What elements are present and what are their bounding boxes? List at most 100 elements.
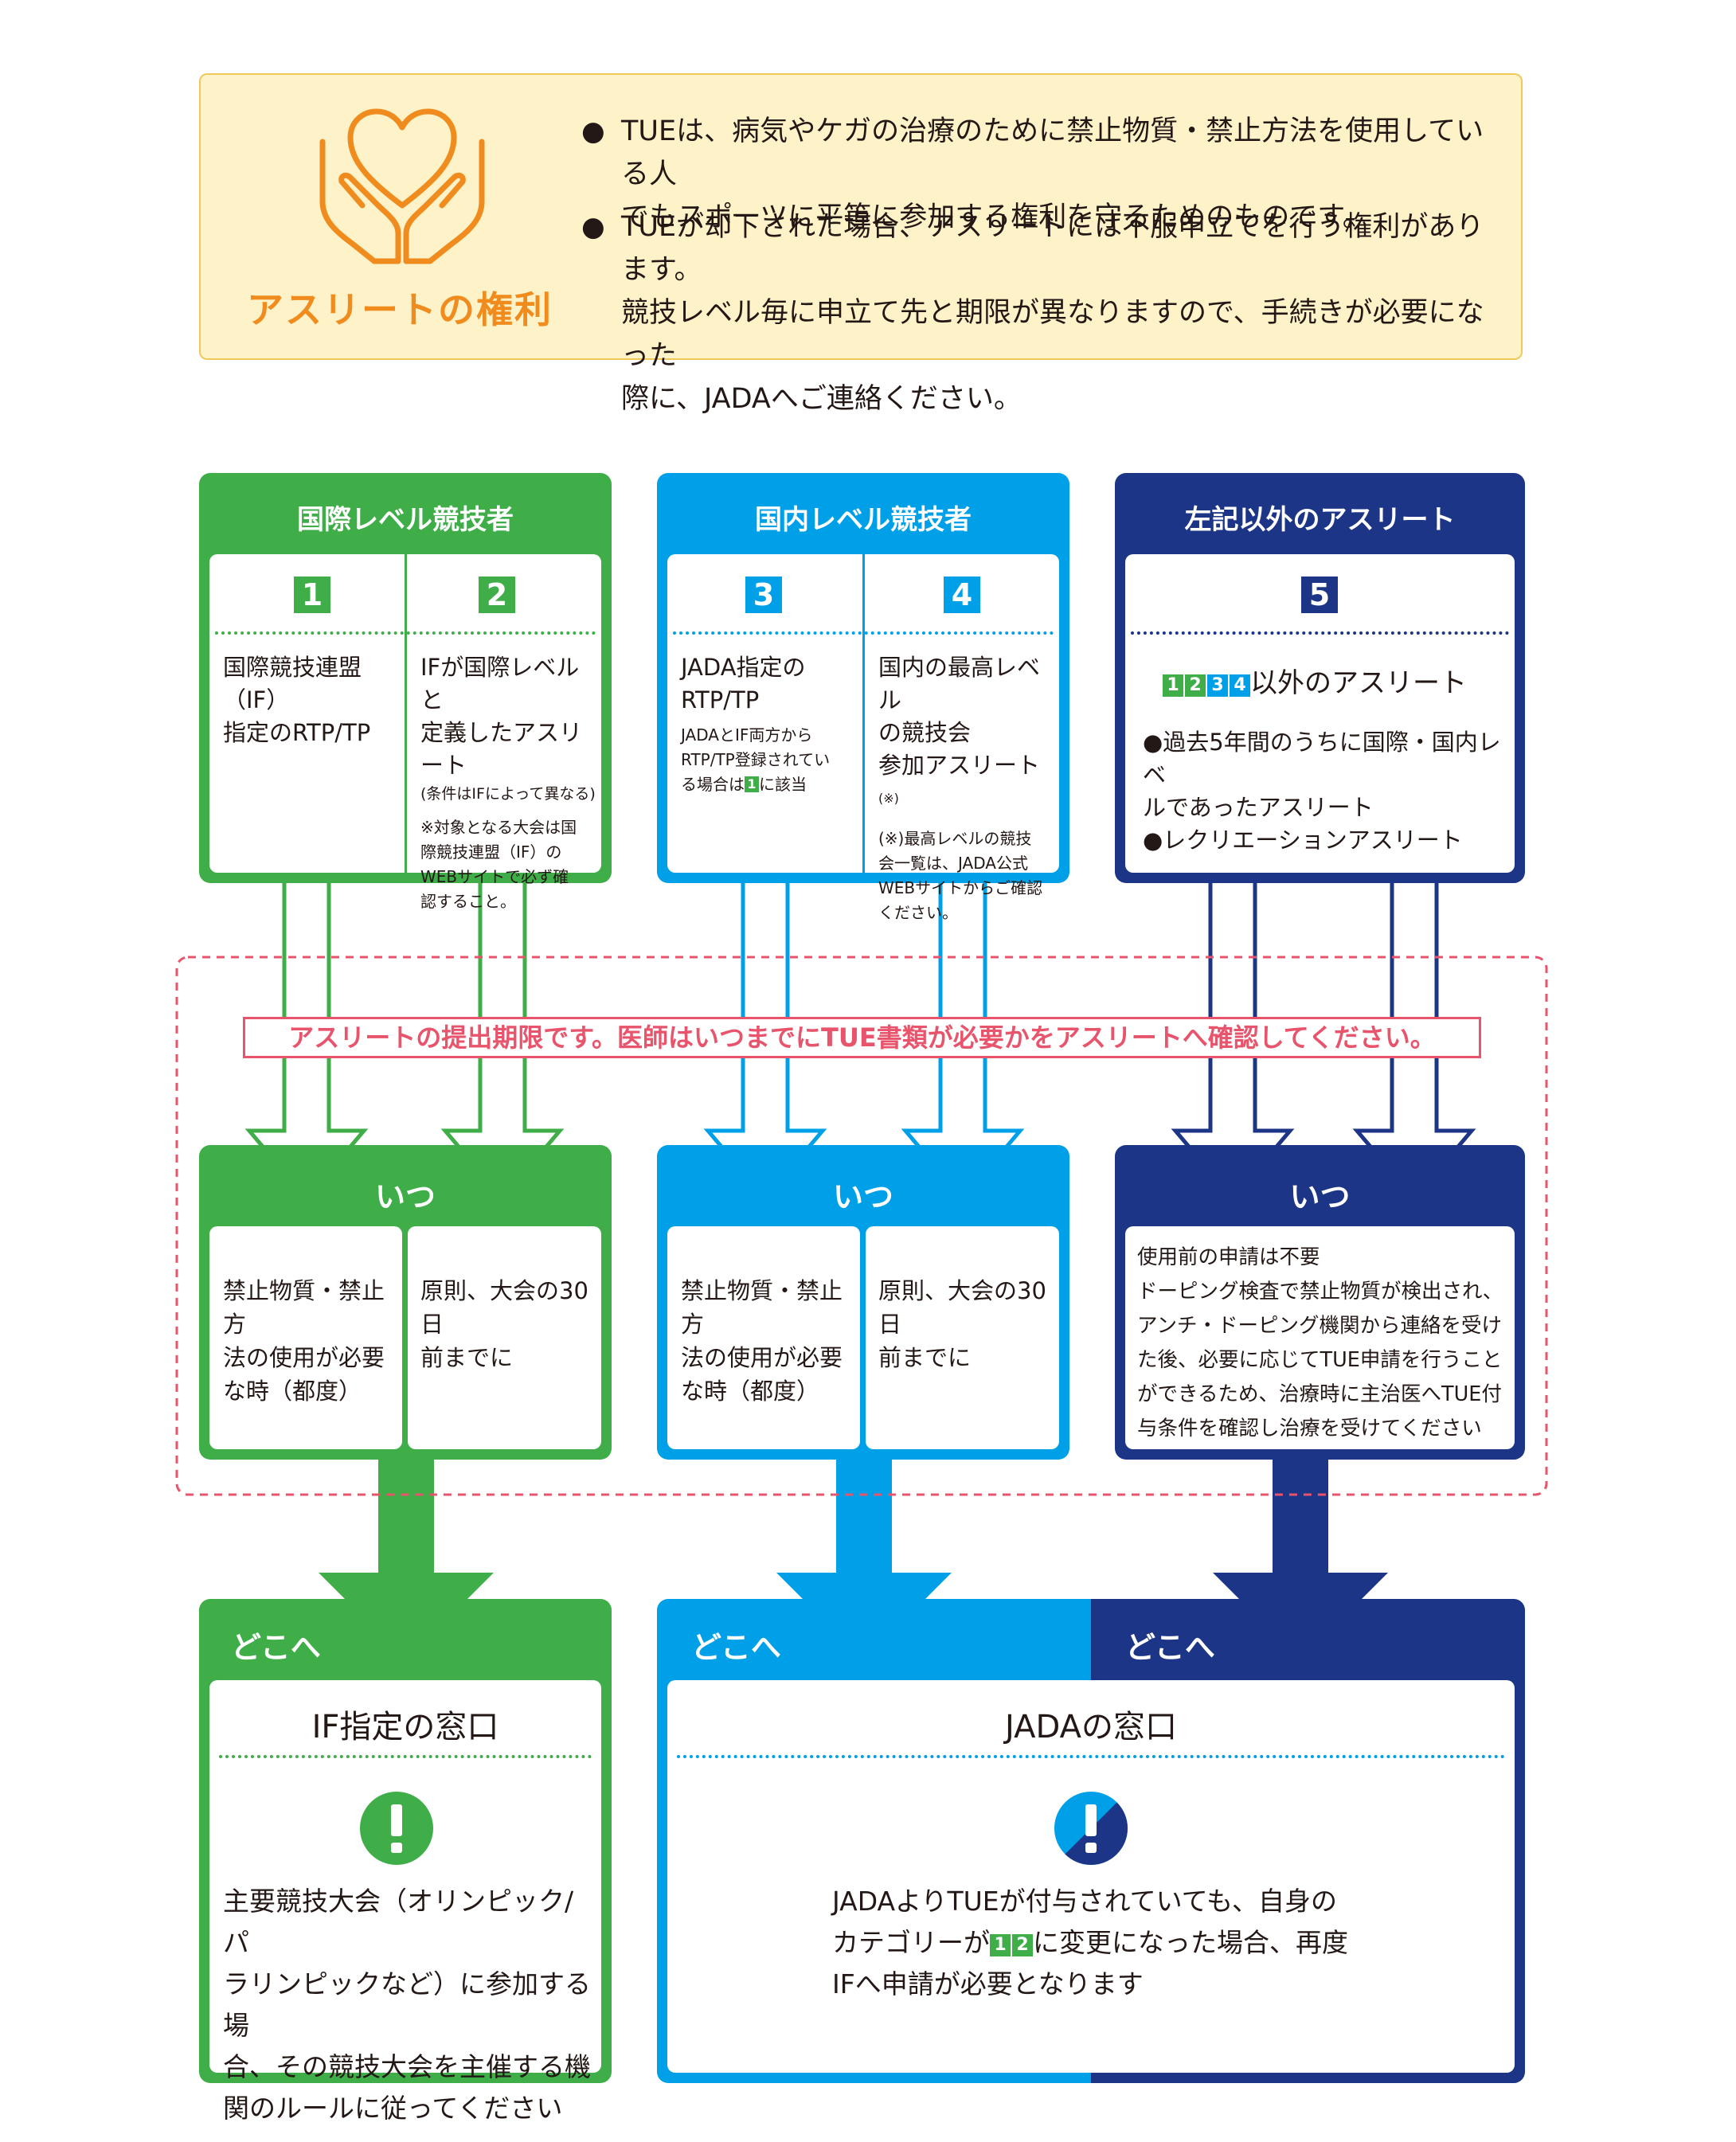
rights-bullet-1: ● TUEは、病気やケガの治療のために禁止物質・禁止方法を使用している人 でもス… <box>581 110 1497 239</box>
category-ref-1: 1 <box>745 776 759 792</box>
when-line: な時（都度） <box>223 1378 362 1405</box>
category-4-line-2: の競技会 <box>878 719 972 746</box>
category-3-text: JADA指定の RTP/TP JADAとIF両方から RTP/TP登録されてい … <box>681 651 860 797</box>
category-4-text: 国内の最高レベル の競技会 参加アスリート(※) (※)最高レベルの競技 会一覧… <box>878 651 1058 925</box>
rights-bullet-2-line-1: TUEが却下された場合、アスリートには不服申立てを行う権利があります。 <box>621 211 1484 286</box>
jada-line-text: に変更になった場合、再度 <box>1033 1927 1348 1958</box>
when-line: 禁止物質・禁止方 <box>223 1277 385 1338</box>
when-line: アンチ・ドーピング機関から連絡を受け <box>1137 1314 1502 1338</box>
when-line: 法の使用が必要 <box>681 1344 843 1371</box>
note-line: 認すること。 <box>420 892 516 911</box>
where-label: どこへ <box>231 1630 321 1665</box>
note-line: WEBサイトで必ず確 <box>420 867 569 886</box>
rights-bullet-2: ● TUEが却下された場合、アスリートには不服申立てを行う権利があります。 競技… <box>581 205 1497 420</box>
dotted-divider <box>673 631 1054 635</box>
category-1-line-2: 指定のRTP/TP <box>223 719 371 746</box>
category-4-number: 4 <box>944 577 980 613</box>
category-4-line-3: 参加アスリート (※) <box>878 749 1058 820</box>
when-card-right <box>866 1226 1059 1449</box>
hands-heart-icon <box>319 108 485 264</box>
when-label: いつ <box>374 1179 436 1214</box>
when-label: いつ <box>1289 1179 1351 1214</box>
when-card-other <box>1125 1226 1515 1449</box>
rights-bullet-1-line-1: TUEは、病気やケガの治療のために禁止物質・禁止方法を使用している人 <box>621 115 1484 190</box>
when-line: ドーピング検査で禁止物質が検出され、 <box>1137 1280 1503 1304</box>
where-jada-card <box>667 1680 1515 2073</box>
deadline-banner: アスリートの提出期限です。医師はいつまでにTUE書類が必要かをアスリートへ確認し… <box>243 1017 1481 1058</box>
category-3-number: 3 <box>745 577 782 613</box>
note-line: ください。 <box>878 902 958 922</box>
when-line: 原則、大会の30日 <box>878 1277 1046 1338</box>
note-line: 際競技連盟（IF）の <box>420 842 562 862</box>
bullet-dot-icon: ● <box>581 211 605 243</box>
jada-line: JADAよりTUEが付与されていても、自身の <box>832 1886 1338 1917</box>
bullet-dot-icon: ● <box>581 115 605 147</box>
when-line: 使用前の申請は不要 <box>1137 1245 1320 1269</box>
when-national-right-text: 原則、大会の30日 前までに <box>878 1274 1058 1374</box>
category-ref-3: 3 <box>1207 674 1228 697</box>
when-national-left-text: 禁止物質・禁止方 法の使用が必要 な時（都度） <box>681 1274 860 1408</box>
category-2-number: 2 <box>479 577 515 613</box>
category-ref-2: 2 <box>1012 1934 1033 1956</box>
note-line: ※対象となる大会は国 <box>420 818 577 837</box>
category-ref-4: 4 <box>1230 674 1250 697</box>
note-text: る場合は <box>681 775 745 794</box>
international-header: 国際レベル競技者 <box>297 504 514 536</box>
when-line: 与条件を確認し治療を受けてください <box>1137 1417 1482 1440</box>
where-label: どこへ <box>691 1630 781 1665</box>
when-card-left <box>209 1226 402 1449</box>
when-line: 前までに <box>878 1344 972 1371</box>
dotted-divider <box>215 631 596 635</box>
category-3-line-1: JADA指定の <box>681 654 806 681</box>
note-text: に該当 <box>759 775 807 794</box>
category-ref-2: 2 <box>1185 674 1206 697</box>
when-line: 前までに <box>420 1344 514 1371</box>
when-line: 禁止物質・禁止方 <box>681 1277 843 1338</box>
card-divider <box>405 554 407 873</box>
category-5-bullet-2: ●レクリエーションアスリート <box>1143 827 1463 854</box>
rights-bullet-2-line-3: 際に、JADAへご連絡ください。 <box>621 383 1022 415</box>
national-header: 国内レベル競技者 <box>755 504 972 536</box>
exclamation-icon <box>1054 1792 1128 1865</box>
category-1-text: 国際競技連盟（IF） 指定のRTP/TP <box>223 651 402 749</box>
category-4-line-3-text: 参加アスリート <box>878 752 1041 779</box>
category-4-note: (※)最高レベルの競技 会一覧は、JADA公式 WEBサイトからご確認 ください… <box>878 827 1058 925</box>
dotted-divider <box>219 1755 592 1758</box>
other-header: 左記以外のアスリート <box>1184 504 1456 536</box>
where-if-card <box>209 1680 601 2073</box>
when-line: 原則、大会の30日 <box>420 1277 588 1338</box>
category-2-line-2: 定義したアスリート <box>420 719 583 779</box>
category-2-note-2: ※対象となる大会は国 際競技連盟（IF）の WEBサイトで必ず確 認すること。 <box>420 815 600 914</box>
if-line: 合、その競技大会を主催する機 <box>223 2051 591 2082</box>
when-line: ができるため、治療時に主治医へTUE付 <box>1137 1382 1502 1406</box>
where-label: どこへ <box>1125 1630 1215 1665</box>
category-1-line-1: 国際競技連盟（IF） <box>223 654 362 713</box>
when-card-left <box>667 1226 860 1449</box>
when-line: た後、必要に応じてTUE申請を行うこと <box>1137 1348 1503 1372</box>
when-label: いつ <box>832 1179 893 1214</box>
note-line: (※)最高レベルの競技 <box>878 828 1032 848</box>
category-1-number: 1 <box>294 577 330 613</box>
note-line: JADAとIF両方から <box>681 725 813 745</box>
when-line: 法の使用が必要 <box>223 1344 385 1371</box>
category-5-bullet-1-line-2: ルであったアスリート <box>1143 794 1374 821</box>
jada-line: IFへ申請が必要となります <box>832 1968 1144 1999</box>
dotted-divider <box>677 1755 1505 1758</box>
note-line: RTP/TP登録されてい <box>681 750 831 769</box>
when-card-right <box>408 1226 601 1449</box>
jada-contact-title: JADAの窓口 <box>1005 1709 1177 1745</box>
when-line: な時（都度） <box>681 1378 820 1405</box>
category-5-title-text: 以外のアスリート <box>1250 667 1467 699</box>
footnote-mark: (※) <box>878 791 899 806</box>
card-divider <box>862 554 865 873</box>
category-ref-1: 1 <box>1163 674 1183 697</box>
category-5-bullets: ●過去5年間のうちに国際・国内レベ ルであったアスリート ●レクリエーションアス… <box>1143 726 1509 857</box>
dotted-divider <box>1131 631 1509 635</box>
jada-line-text: カテゴリーが <box>832 1927 990 1958</box>
when-international-left-text: 禁止物質・禁止方 法の使用が必要 な時（都度） <box>223 1274 402 1408</box>
if-contact-text: 主要競技大会（オリンピック/パ ラリンピックなど）に参加する場 合、その競技大会… <box>223 1881 597 2129</box>
when-other-text: 使用前の申請は不要 ドーピング検査で禁止物質が検出され、 アンチ・ドーピング機関… <box>1137 1241 1511 1446</box>
category-2-line-1: IFが国際レベルと <box>420 654 580 713</box>
